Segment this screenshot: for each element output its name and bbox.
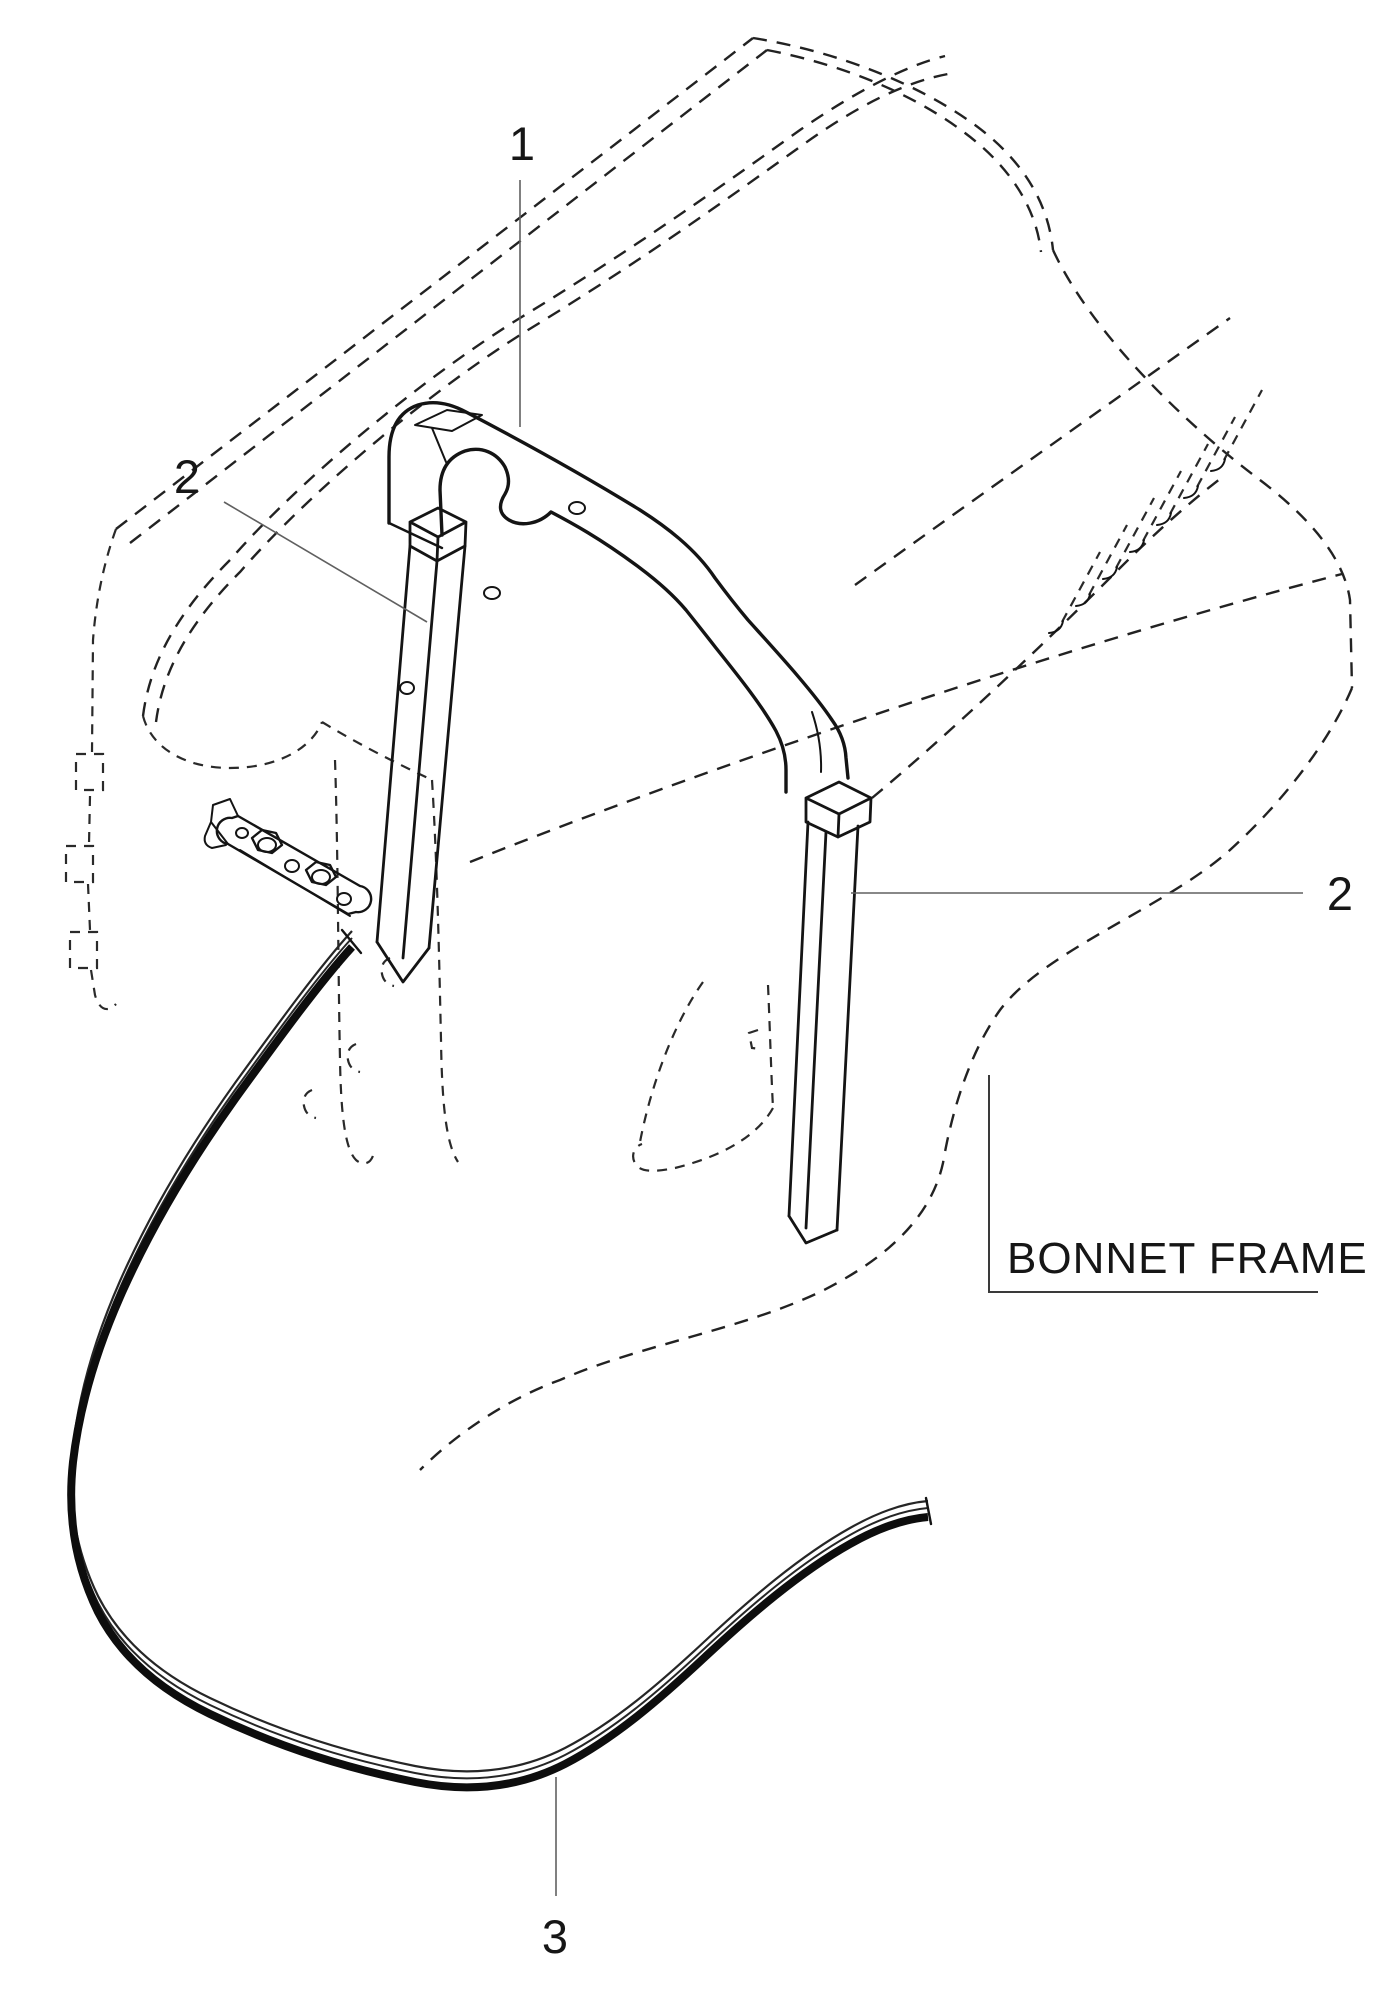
side-crease-lower (469, 572, 1343, 864)
right-opening-notch (747, 1028, 762, 1051)
left-strut-mid-edge (401, 559, 439, 960)
bracket-bolt-1-top (257, 837, 277, 853)
seal-top-edge (70, 929, 930, 1773)
front-left-face-edge4 (89, 969, 117, 1011)
right-opening-inner (638, 981, 704, 1143)
arch-leg-bottom (387, 521, 444, 550)
bracket-plate-thickness (239, 849, 351, 917)
leader-2-left (223, 501, 428, 623)
arch-bend-crease (811, 711, 823, 773)
arch-latch-cutout (414, 409, 483, 432)
right-strut-tip (787, 1214, 839, 1245)
right-strut-top-cube (804, 780, 873, 839)
bracket-hole-2 (336, 892, 352, 906)
bracket-bolt-2 (304, 860, 338, 887)
arch-hole-1 (568, 501, 586, 515)
bracket-bolt-1 (250, 828, 284, 855)
rear-corner-inner (766, 48, 1043, 253)
front-left-face-edge2 (87, 795, 92, 845)
arch-inner-edge (438, 447, 788, 794)
diagram-caption: BONNET FRAME (1007, 1234, 1368, 1283)
bracket-bolt-2-top (311, 869, 331, 885)
caption-rule (988, 1075, 1318, 1293)
side-crease-mid (871, 474, 1226, 799)
rear-right-edge (1051, 249, 1354, 689)
callout-3: 3 (542, 1910, 568, 1963)
right-opening-vertical (766, 984, 775, 1109)
front-left-face-edge3 (86, 883, 92, 931)
clip-slot-3 (68, 930, 99, 970)
bracket-plate (215, 814, 373, 916)
arch-outer-edge (387, 401, 850, 780)
hood-crease-inner (154, 72, 949, 723)
seal-strip (70, 928, 933, 1787)
roof-left-edge-inner (129, 49, 768, 544)
left-strut-tip (375, 940, 431, 984)
callout-2-left: 2 (174, 450, 200, 503)
right-opening-bottom (632, 1107, 774, 1172)
right-strut-right-edge (835, 824, 860, 1232)
labels: 1 2 2 3 BONNET FRAME (174, 117, 1368, 1963)
bracket-left-tab (203, 798, 239, 849)
right-strut-mid-edge (804, 830, 828, 1230)
callout-1: 1 (509, 117, 535, 170)
seal-end-left (340, 928, 363, 955)
bottom-right-edge (419, 687, 1354, 1471)
frame-top-arch (387, 401, 850, 794)
hood-crease-outer (141, 54, 946, 717)
left-opening-clip-3 (302, 1088, 317, 1120)
seal-end-right (924, 1496, 933, 1526)
left-opening-clip-1 (380, 956, 395, 988)
seal-bottom-edge (71, 947, 928, 1787)
left-opening-right-edge (430, 779, 459, 1163)
arch-latch-tick (431, 427, 447, 463)
front-left-face-edge (90, 528, 118, 753)
front-arch-link (321, 721, 433, 781)
frame-right-strut (787, 780, 873, 1245)
left-strut-right-edge (427, 544, 467, 950)
vent-slats (1048, 389, 1263, 634)
left-opening-clip-2 (346, 1042, 361, 1074)
front-arch-bump (141, 715, 324, 770)
roof-left-edge-outer (115, 37, 754, 530)
clip-slot-2 (64, 844, 95, 884)
callout-2-right: 2 (1327, 867, 1353, 920)
frame-left-strut (375, 506, 468, 984)
left-strut-left-edge (375, 544, 412, 944)
arch-hole-2 (483, 586, 501, 600)
hinge-bracket (203, 798, 373, 917)
bonnet-dashed-outline (64, 36, 1354, 1471)
seal-mid-line (70, 937, 930, 1780)
leader-lines (223, 180, 1318, 1896)
rear-corner-outer (752, 36, 1055, 251)
left-opening-left-edge (333, 759, 376, 1165)
bracket-hole-1 (284, 859, 300, 873)
clip-slot-1 (74, 752, 105, 792)
left-strut-hole (399, 681, 415, 695)
right-strut-left-edge (787, 820, 810, 1218)
bracket-hole-3 (235, 827, 249, 839)
side-crease-upper (854, 317, 1231, 586)
left-strut-top-cube (408, 506, 468, 563)
